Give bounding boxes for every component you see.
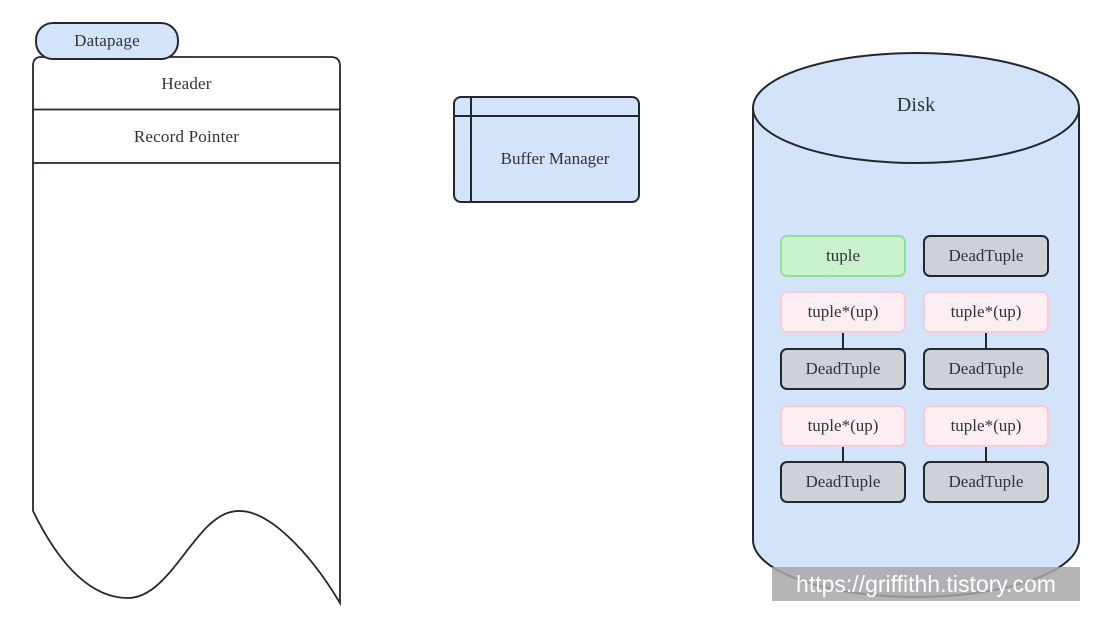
updated-tuple-box: tuple*(up) xyxy=(923,291,1049,333)
dead-tuple-box: DeadTuple xyxy=(923,348,1049,390)
updated-tuple-box: tuple*(up) xyxy=(923,405,1049,447)
disk-top-ellipse xyxy=(752,52,1080,164)
buffer-manager-left-divider xyxy=(470,98,472,201)
buffer-manager-top-divider xyxy=(455,115,638,117)
dead-tuple-box: DeadTuple xyxy=(780,461,906,503)
updated-tuple-box: tuple*(up) xyxy=(780,405,906,447)
connector-line xyxy=(985,331,987,349)
datapage-record-pointer-label: Record Pointer xyxy=(133,126,240,146)
datapage-shape xyxy=(32,56,341,607)
datapage-tab-label: Datapage xyxy=(74,31,140,50)
tuple-box: tuple xyxy=(780,235,906,277)
disk-label: Disk xyxy=(896,93,936,116)
connector-line xyxy=(985,445,987,463)
dead-tuple-box: DeadTuple xyxy=(923,235,1049,277)
watermark-overlay: https://griffithh.tistory.com xyxy=(772,567,1080,601)
connector-line xyxy=(842,445,844,463)
buffer-manager-label: Buffer Manager xyxy=(500,149,610,168)
connector-line xyxy=(842,331,844,349)
updated-tuple-box: tuple*(up) xyxy=(780,291,906,333)
datapage-header-label: Header xyxy=(161,73,212,93)
datapage-tab xyxy=(35,22,179,60)
dead-tuple-box: DeadTuple xyxy=(923,461,1049,503)
buffer-manager-box: Buffer Manager xyxy=(453,96,640,203)
dead-tuple-box: DeadTuple xyxy=(780,348,906,390)
